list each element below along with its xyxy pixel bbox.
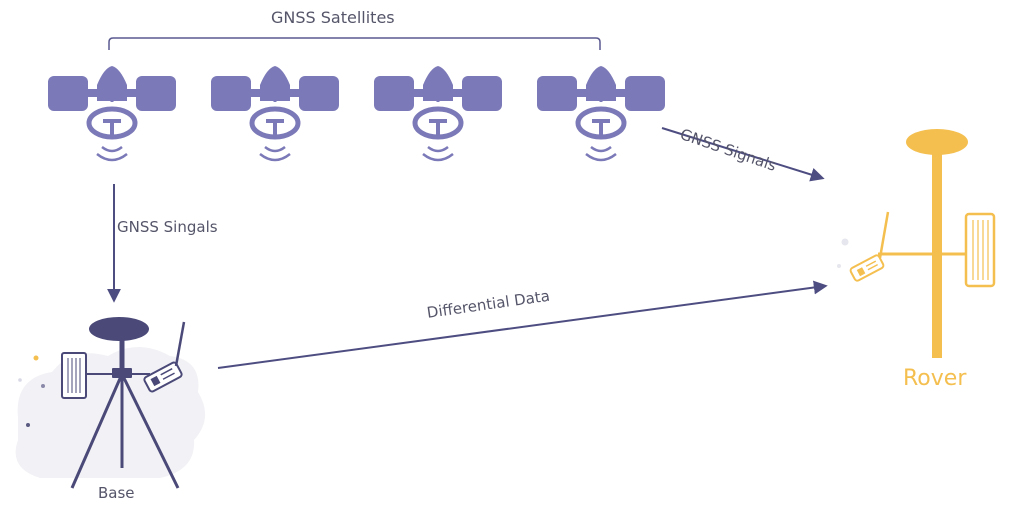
signal-wave bbox=[264, 145, 286, 153]
satellite-3 bbox=[374, 66, 502, 162]
satellite-4 bbox=[537, 66, 665, 162]
satellite-body bbox=[260, 66, 290, 101]
base-dot bbox=[26, 423, 30, 427]
solar-panel bbox=[374, 76, 414, 111]
base-receiver bbox=[61, 352, 87, 399]
rover-radio-antenna bbox=[878, 211, 890, 259]
base-signals-label: GNSS Singals bbox=[117, 218, 218, 236]
satellite-2 bbox=[211, 66, 339, 162]
solar-panel bbox=[48, 76, 88, 111]
satellite-body bbox=[423, 66, 453, 101]
base-tripod-leg bbox=[120, 373, 180, 489]
satellite-1 bbox=[48, 66, 176, 162]
satellites-bracket bbox=[108, 37, 601, 50]
rover-antenna-dish bbox=[906, 129, 968, 155]
base-label: Base bbox=[98, 484, 135, 502]
satellites-group bbox=[48, 66, 665, 162]
solar-panel bbox=[211, 76, 251, 111]
base-station bbox=[15, 317, 206, 489]
base-radio-antenna bbox=[174, 321, 186, 367]
base-radio bbox=[143, 361, 183, 393]
base-mount-clamp bbox=[112, 368, 132, 378]
base-dot bbox=[18, 378, 22, 382]
rover-signals-arrow bbox=[661, 127, 825, 182]
solar-panel bbox=[625, 76, 665, 111]
satellite-body bbox=[97, 66, 127, 101]
solar-panel bbox=[462, 76, 502, 111]
satellite-body bbox=[586, 66, 616, 101]
signal-wave bbox=[101, 145, 123, 153]
signal-wave bbox=[422, 152, 454, 162]
solar-panel bbox=[299, 76, 339, 111]
signal-wave bbox=[259, 152, 291, 162]
rover-label: Rover bbox=[903, 366, 967, 391]
differential-data-arrow bbox=[217, 280, 828, 369]
rover-receiver bbox=[964, 212, 996, 288]
satellites-label: GNSS Satellites bbox=[271, 8, 395, 27]
rover bbox=[837, 129, 996, 358]
signal-wave bbox=[96, 152, 128, 162]
rover-dot bbox=[841, 238, 849, 246]
signal-wave bbox=[427, 145, 449, 153]
signal-wave bbox=[590, 145, 612, 153]
rover-radio bbox=[849, 254, 885, 282]
rover-dot bbox=[837, 264, 841, 268]
base-tripod-leg bbox=[70, 373, 124, 489]
solar-panel bbox=[537, 76, 577, 111]
base-dot bbox=[41, 384, 45, 388]
base-antenna-dish bbox=[89, 317, 149, 341]
solar-panel bbox=[136, 76, 176, 111]
signal-wave bbox=[585, 152, 617, 162]
rover-pole bbox=[932, 146, 942, 358]
base-dot bbox=[33, 355, 39, 361]
